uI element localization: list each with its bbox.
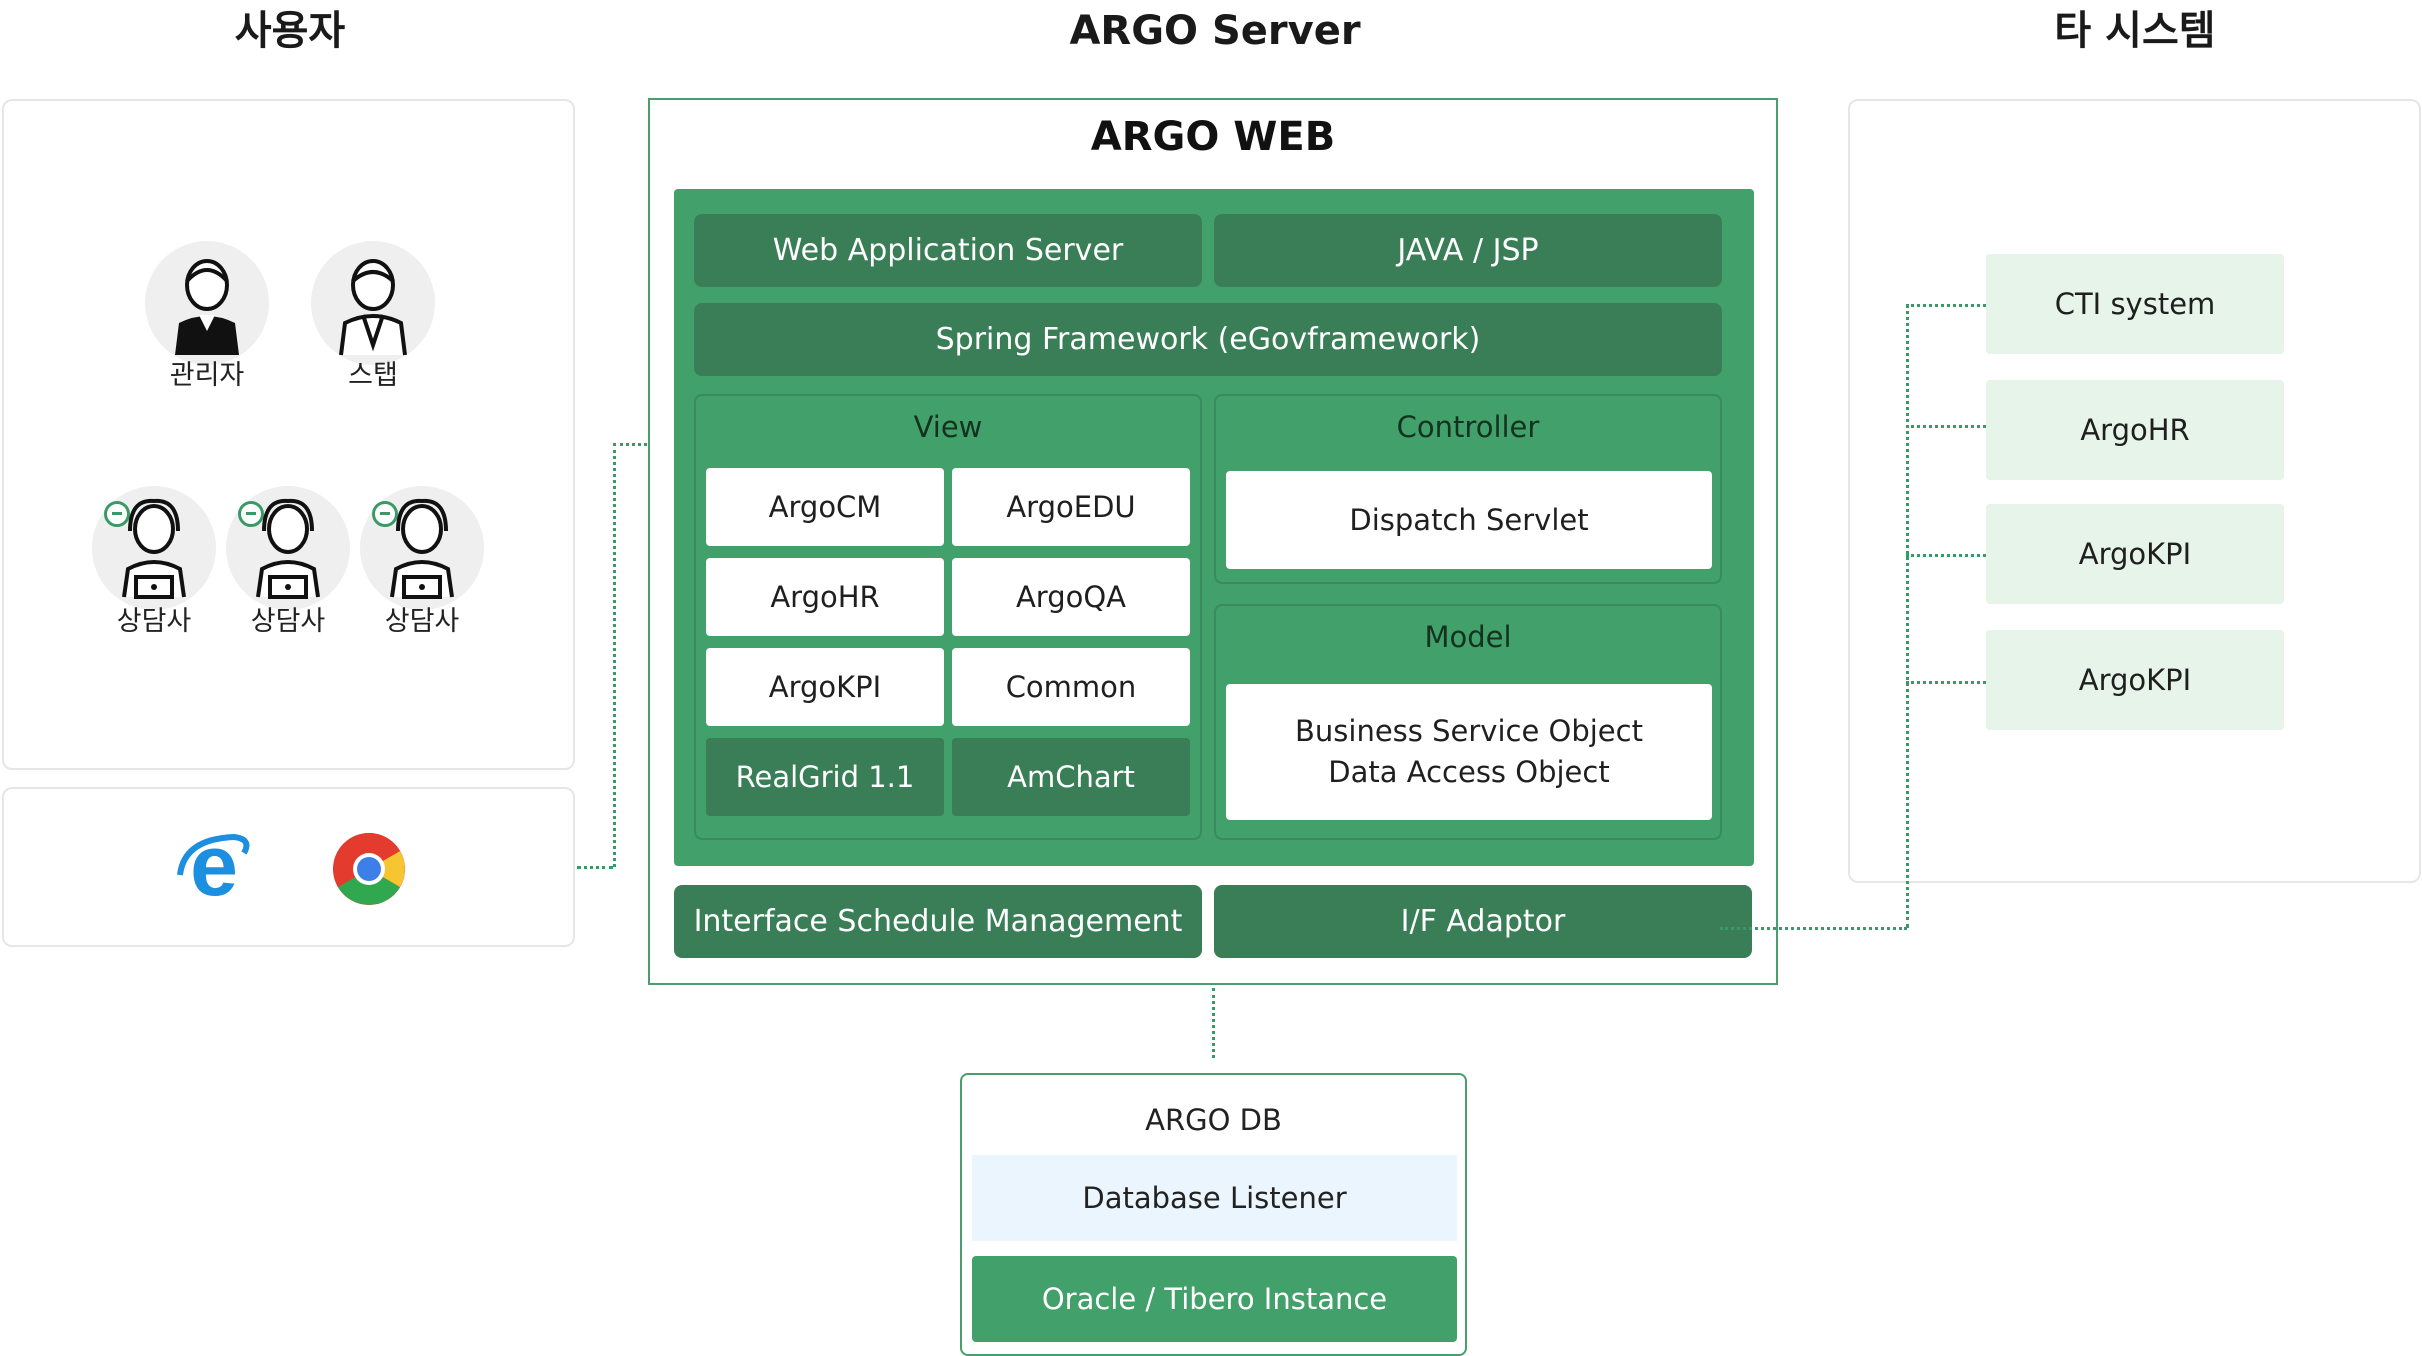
connector-line — [1906, 304, 1986, 307]
spring-framework: Spring Framework (eGovframework) — [694, 303, 1722, 376]
chat-icon — [238, 501, 264, 527]
argo-web-title: ARGO WEB — [1090, 114, 1336, 160]
view-module: ArgoEDU — [952, 468, 1190, 546]
java-jsp: JAVA / JSP — [1214, 214, 1722, 287]
view-module: ArgoQA — [952, 558, 1190, 636]
oracle-tibero-instance: Oracle / Tibero Instance — [972, 1256, 1457, 1342]
data-access-object: Data Access Object — [1328, 755, 1610, 789]
external-system: ArgoKPI — [1986, 630, 2284, 730]
model-box: Model Business Service Object Data Acces… — [1214, 604, 1722, 840]
chat-icon — [104, 501, 130, 527]
counselor-label: 상담사 — [250, 606, 326, 637]
counselor-icon — [256, 498, 320, 599]
counselor-icon — [122, 498, 186, 599]
connector-line — [1906, 681, 1986, 684]
view-library: RealGrid 1.1 — [706, 738, 944, 816]
if-adaptor: I/F Adaptor — [1214, 885, 1752, 958]
view-module: ArgoKPI — [706, 648, 944, 726]
connector-line — [1720, 927, 1907, 930]
connector-line — [577, 866, 613, 869]
internet-explorer-icon: e — [177, 829, 250, 909]
connector-line — [613, 443, 616, 867]
connector-line — [1906, 554, 1986, 557]
connector-line — [1212, 988, 1215, 1058]
argo-db-title: ARGO DB — [1145, 1103, 1282, 1137]
view-module: Common — [952, 648, 1190, 726]
browsers-panel: e — [2, 787, 575, 947]
admin-icon — [175, 259, 239, 355]
counselor-icon — [390, 498, 454, 599]
connector-line — [1906, 304, 1909, 928]
view-title: View — [913, 410, 983, 444]
dispatch-servlet: Dispatch Servlet — [1226, 471, 1712, 569]
web-application-server: Web Application Server — [694, 214, 1202, 287]
argo-db-box: ARGO DB Database Listener Oracle / Tiber… — [960, 1073, 1467, 1356]
staff-label: 스탭 — [348, 360, 398, 391]
external-column-title: 타 시스템 — [2054, 8, 2216, 54]
counselor-label: 상담사 — [116, 606, 192, 637]
controller-title: Controller — [1396, 410, 1540, 444]
chat-icon — [372, 501, 398, 527]
database-listener: Database Listener — [972, 1155, 1457, 1241]
external-system: CTI system — [1986, 254, 2284, 354]
connector-line — [1906, 425, 1986, 428]
view-module: ArgoCM — [706, 468, 944, 546]
view-box: View ArgoCM ArgoEDU ArgoHR ArgoQA ArgoKP… — [694, 394, 1202, 840]
view-module: ArgoHR — [706, 558, 944, 636]
model-title: Model — [1424, 620, 1512, 654]
users-panel: 관리자 스탭 상담사 상담사 상담사 — [2, 99, 575, 770]
server-column-title: ARGO Server — [1069, 8, 1361, 54]
argo-web-area: Web Application Server JAVA / JSP Spring… — [674, 189, 1754, 866]
chrome-icon — [333, 833, 405, 905]
controller-box: Controller Dispatch Servlet — [1214, 394, 1722, 584]
business-service-object: Business Service Object — [1295, 714, 1643, 748]
external-systems-panel — [1848, 99, 2421, 883]
counselor-label: 상담사 — [384, 606, 460, 637]
view-library: AmChart — [952, 738, 1190, 816]
users-column-title: 사용자 — [234, 8, 346, 54]
admin-label: 관리자 — [169, 360, 245, 391]
interface-schedule-management: Interface Schedule Management — [674, 885, 1202, 958]
external-system: ArgoKPI — [1986, 504, 2284, 604]
external-system: ArgoHR — [1986, 380, 2284, 480]
staff-icon — [339, 259, 407, 356]
model-objects: Business Service Object Data Access Obje… — [1226, 684, 1712, 820]
